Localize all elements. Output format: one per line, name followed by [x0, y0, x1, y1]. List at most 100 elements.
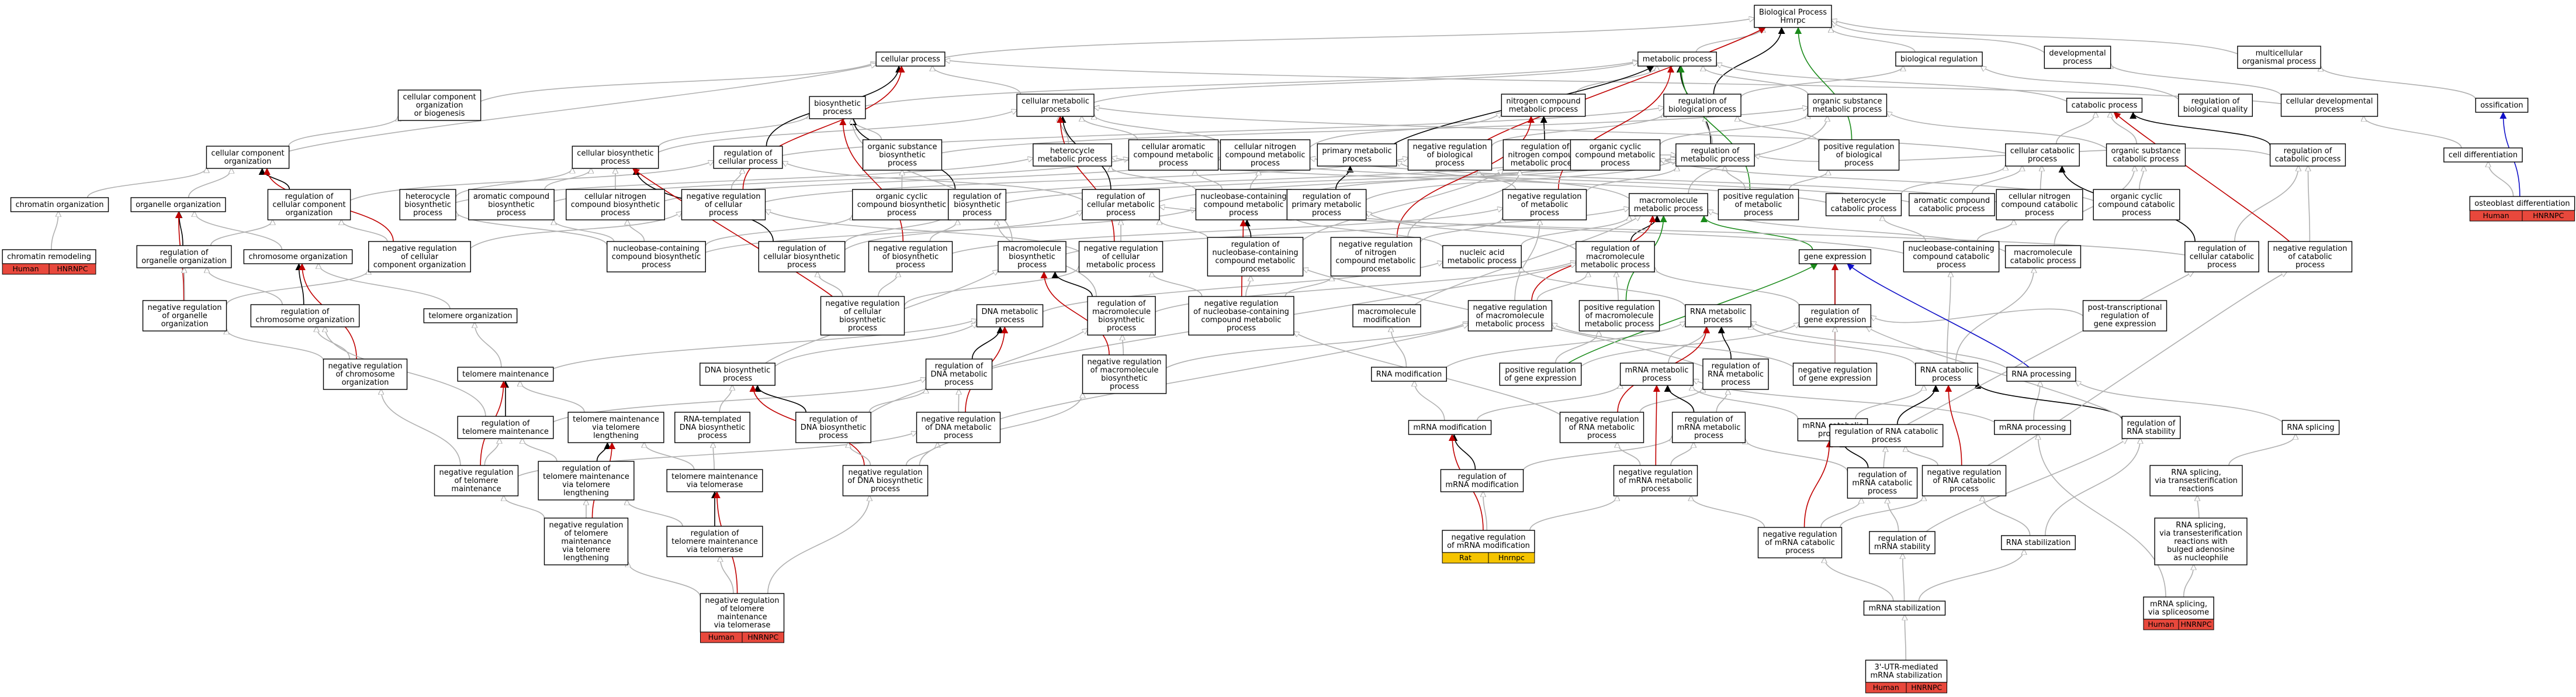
go-term-label: regulation of: [935, 362, 984, 371]
relation-edge-part-of: [1896, 385, 1940, 425]
go-term-label: cellular component: [272, 201, 345, 209]
go-term-label: cellular aromatic: [1141, 143, 1205, 151]
go-term-label: negative regulation: [705, 596, 779, 605]
go-term-box: [543, 517, 629, 565]
go-term-label: of mRNA catabolic: [1765, 539, 1835, 547]
go-term-node-regmbp: regulation ofmacromoleculebiosyntheticpr…: [1087, 296, 1156, 336]
go-term-label: process: [1587, 432, 1616, 440]
go-term-label: biological process: [1668, 105, 1736, 114]
go-term-label: cellular process: [718, 157, 778, 166]
go-term-label: negative regulation: [873, 244, 947, 253]
go-term-label: nucleobase-containing: [1200, 192, 1286, 201]
relation-edge-is-a: [1831, 20, 2238, 54]
relation-edge-is-a: [1976, 220, 2014, 242]
go-term-label: metabolic process: [1581, 261, 1650, 270]
go-term-label: post-transcriptional: [2087, 303, 2162, 312]
go-term-box: [1195, 189, 1292, 220]
go-term-label: organization: [161, 320, 209, 329]
go-term-label: regulation of: [1591, 244, 1640, 253]
go-term-label: process: [2025, 209, 2054, 218]
go-term-label: regulation of: [160, 249, 209, 257]
relation-edge-is-a: [207, 268, 283, 305]
go-term-label: negative regulation: [1927, 468, 2001, 477]
go-term-label: of nitrogen: [1355, 249, 1396, 257]
relation-edge-is-a: [848, 443, 871, 466]
go-term-box: [795, 412, 871, 443]
relation-edge-is-a: [1310, 158, 1997, 203]
go-term-label: of cellular: [1102, 253, 1140, 261]
relation-edge-is-a: [188, 168, 231, 198]
go-term-box: [2184, 241, 2259, 272]
relation-edge-is-a: [520, 381, 585, 413]
go-term-label: mRNA stabilization: [1870, 671, 1942, 680]
go-term-label: negative regulation: [1473, 303, 1547, 312]
relation-edge-is-a: [1000, 324, 1469, 420]
go-term-box: [1082, 189, 1160, 220]
go-term-node-rnasplice: RNA splicing: [2281, 420, 2340, 435]
go-term-label: RNA stability: [2127, 427, 2176, 436]
relation-edge-is-a: [1886, 112, 2107, 149]
go-term-label: organic cyclic: [2111, 192, 2163, 201]
go-term-label: RNA stabilization: [2006, 539, 2071, 547]
relation-edge-is-a: [195, 212, 283, 250]
go-term-box: [2269, 143, 2346, 167]
go-term-box: [1718, 189, 1799, 220]
relation-edge-is-a: [628, 562, 701, 598]
go-term-box: [538, 461, 635, 501]
relation-edge-is-a: [1745, 439, 1848, 472]
go-term-box: [1847, 467, 1918, 499]
go-term-label: primary metabolic: [1292, 201, 1361, 209]
go-term-box: [423, 308, 518, 323]
go-term-label: of cellular: [705, 201, 743, 209]
go-term-box: [666, 469, 763, 492]
go-term-box: [666, 526, 763, 557]
go-term-label: of telomere: [720, 605, 764, 613]
go-term-box: [1829, 424, 1944, 447]
go-term-label: organismal process: [2242, 57, 2316, 66]
go-term-box: [2004, 245, 2082, 268]
go-term-box: [1915, 363, 1978, 386]
go-term-box: [1754, 5, 1832, 28]
go-term-label: process: [848, 324, 877, 333]
go-term-label: negative regulation: [1083, 244, 1158, 253]
go-term-box: [1207, 237, 1304, 277]
go-term-label: catabolic process: [2113, 155, 2179, 164]
go-term-label: nitrogen compound: [1506, 97, 1580, 106]
go-term-box: [681, 189, 766, 220]
relation-edge-part-of: [1540, 116, 1547, 140]
go-term-label: negative regulation: [1507, 192, 1581, 201]
go-term-label: process: [962, 209, 992, 218]
go-term-label: via telomere: [562, 481, 610, 489]
relation-edge-is-a: [1659, 113, 1808, 146]
relation-edge-is-a: [210, 220, 273, 246]
go-term-box: [2469, 196, 2575, 211]
go-term-box: [1921, 465, 2007, 496]
relation-edge-is-a: [1123, 335, 1124, 356]
relation-edge-is-a: [933, 66, 1022, 95]
relation-edge-regulates: [1396, 116, 1535, 238]
relation-edge-is-a: [767, 496, 870, 594]
go-term-label: modification: [1363, 316, 1411, 325]
go-term-box: [1499, 363, 1582, 386]
go-term-box: [1798, 249, 1872, 264]
